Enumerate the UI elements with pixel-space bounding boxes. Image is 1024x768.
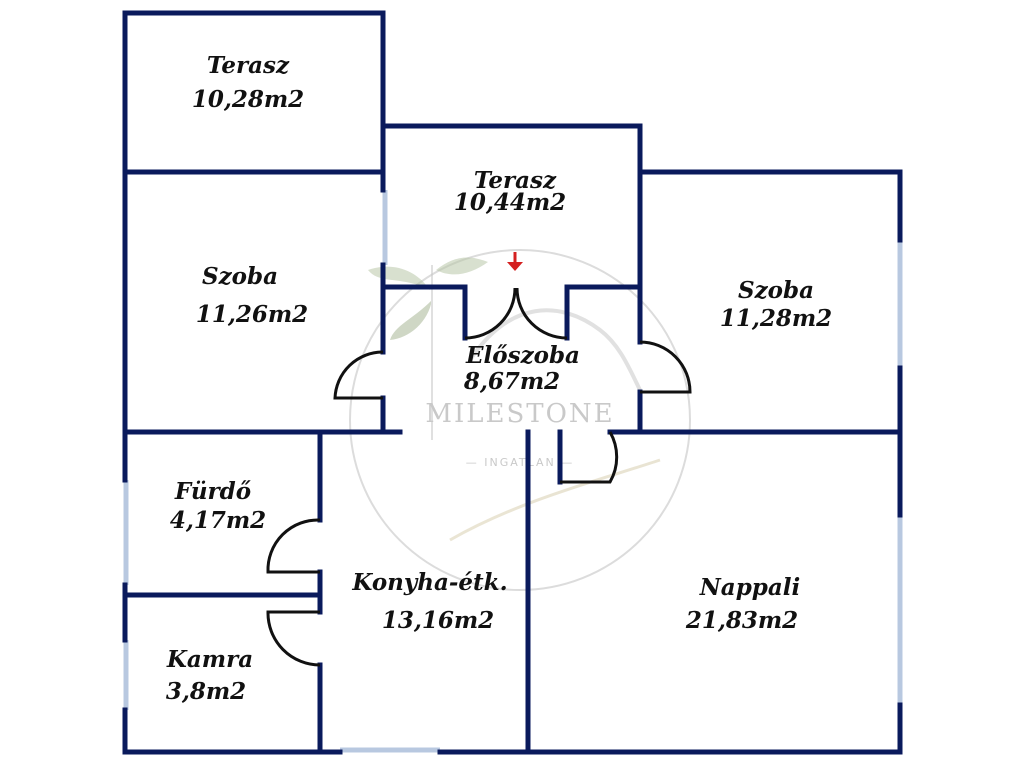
- room-name-terasz-1: Terasz: [207, 52, 290, 79]
- room-area-furdo: 4,17m2: [170, 507, 266, 534]
- wall: [380, 284, 468, 341]
- room-area-szoba-2: 11,28m2: [720, 305, 832, 332]
- door-swing: [333, 350, 384, 400]
- walls: [122, 10, 903, 755]
- room-labels: Terasz 10,28m2 Terasz 10,44m2 Szoba 11,2…: [166, 52, 832, 705]
- door-swing: [560, 431, 619, 484]
- watermark-sub: — INGATLAN —: [466, 456, 575, 469]
- wall: [564, 284, 643, 341]
- room-area-terasz-2: 10,44m2: [454, 189, 566, 216]
- room-name-konyha: Konyha-étk.: [351, 569, 507, 596]
- room-area-konyha: 13,16m2: [382, 607, 494, 634]
- wall: [382, 123, 643, 175]
- room-name-kamra: Kamra: [166, 646, 253, 673]
- room-area-nappali: 21,83m2: [685, 607, 798, 634]
- room-name-terasz-2: Terasz: [474, 167, 557, 194]
- room-name-eloszoba: Előszoba: [465, 342, 580, 369]
- watermark: MILESTONE — INGATLAN —: [349, 249, 691, 591]
- room-name-szoba-1: Szoba: [202, 263, 278, 290]
- room-area-szoba-1: 11,26m2: [196, 301, 308, 328]
- windows: [123, 190, 903, 753]
- door-swing: [639, 340, 692, 394]
- door-swing: [266, 518, 321, 574]
- entrance-arrow-icon: [507, 252, 523, 271]
- room-name-nappali: Nappali: [699, 574, 800, 601]
- room-name-furdo: Fürdő: [174, 478, 251, 505]
- room-name-szoba-2: Szoba: [738, 277, 814, 304]
- watermark-brand: MILESTONE: [425, 399, 614, 429]
- room-area-terasz-1: 10,28m2: [192, 86, 304, 113]
- watermark-leaf-icon: [368, 257, 661, 542]
- wall: [122, 10, 386, 193]
- door-swing: [266, 610, 321, 667]
- doors: [266, 287, 692, 667]
- watermark-circle: [349, 249, 691, 591]
- room-area-kamra: 3,8m2: [166, 678, 246, 705]
- door-swing: [515, 287, 568, 340]
- door-swing: [464, 287, 517, 340]
- room-area-eloszoba: 8,67m2: [463, 368, 560, 395]
